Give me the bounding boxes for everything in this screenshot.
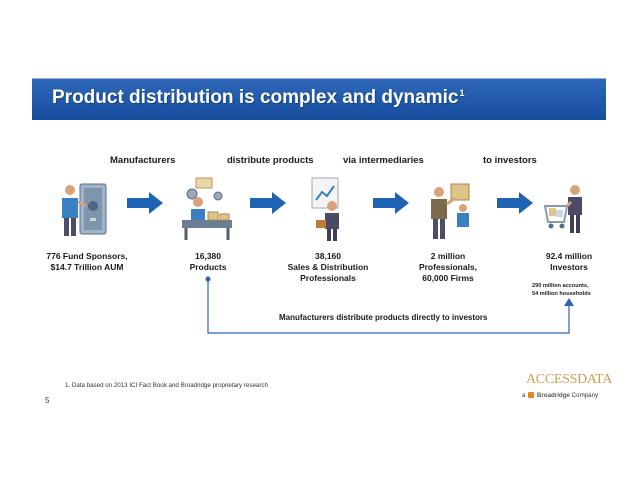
header-to-investors: to investors <box>483 155 537 166</box>
brand-tagline: a Broadridge Company <box>522 392 599 399</box>
header-manufacturers: Manufacturers <box>110 155 176 166</box>
flow-arrow-4 <box>497 192 533 214</box>
fund-sponsor-icon <box>62 183 107 236</box>
header-distribute-products: distribute products <box>227 155 314 166</box>
brand-logo: ACCESSDATA a Broadridge Company <box>522 372 612 406</box>
financial-professionals-icon <box>431 183 470 239</box>
brand-name: ACCESSDATA <box>526 372 613 387</box>
page-title: Product distribution is complex and dyna… <box>52 87 465 108</box>
flow-arrow-3 <box>373 192 409 214</box>
broadridge-mark-icon <box>528 392 535 399</box>
direct-distribution-label: Manufacturers distribute products direct… <box>279 313 488 322</box>
header-via-intermediaries: via intermediaries <box>343 155 424 166</box>
investor-accounts-note: 290 million accounts,54 million househol… <box>532 283 591 297</box>
flow-arrow-2 <box>250 192 286 214</box>
page-number: 5 <box>45 396 50 405</box>
investors-shopping-cart-icon <box>543 185 582 233</box>
title-footnote-marker: 1 <box>459 87 465 98</box>
products-factory-icon <box>182 177 232 240</box>
footnote: 1. Data based on 2013 ICI Fact Book and … <box>65 382 268 389</box>
sales-professionals-icon <box>311 177 339 241</box>
node-fund-sponsors: 776 Fund Sponsors,$14.7 Trillion AUM <box>46 251 128 272</box>
title-bar: Product distribution is complex and dyna… <box>32 78 606 120</box>
flow-arrow-1 <box>127 192 163 214</box>
